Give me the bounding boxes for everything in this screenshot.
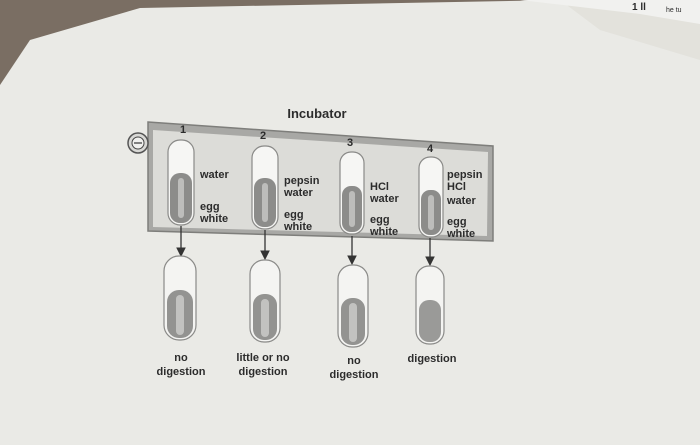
arrow-tube-2 <box>260 230 270 261</box>
corner-text-2: he tu <box>666 7 682 14</box>
tube-4-egg-line-1: egg <box>447 216 467 228</box>
tube-number-2: 2 <box>260 130 266 142</box>
incubator-tube-4 <box>418 156 444 238</box>
arrow-tube-4 <box>425 238 435 267</box>
result-2-line-2: digestion <box>239 366 288 378</box>
result-tube-1 <box>163 255 197 341</box>
result-3-line-2: digestion <box>330 369 379 381</box>
tube-1-egg-line-1: egg <box>200 201 220 213</box>
incubator-tube-2 <box>251 145 279 230</box>
result-3-line-1: no <box>347 355 361 367</box>
second-page-corner <box>520 0 700 24</box>
tube-number-1: 1 <box>180 124 186 136</box>
tube-3-egg-line-1: egg <box>370 214 390 226</box>
result-4-line-1: digestion <box>408 353 457 365</box>
tube-number-4: 4 <box>427 143 434 155</box>
incubator-tube-1 <box>167 139 195 226</box>
arrow-tube-3 <box>347 236 357 266</box>
tube-3-egg-line-2: white <box>369 226 398 238</box>
tube-2-contents-line-2: water <box>283 187 313 199</box>
tube-1-contents-line-1: water <box>199 169 229 181</box>
tube-4-contents-line-1: pepsin <box>447 169 483 181</box>
tube-4-egg-line-2: white <box>446 228 475 240</box>
result-tube-4 <box>415 265 445 345</box>
tube-3-contents-line-1: HCl <box>370 181 389 193</box>
diagram-title: Incubator <box>287 106 346 121</box>
tube-3-contents-line-2: water <box>369 193 399 205</box>
tube-number-3: 3 <box>347 137 353 149</box>
result-tube-2 <box>249 259 281 343</box>
result-1-line-1: no <box>174 352 188 364</box>
tube-1-egg-line-2: white <box>199 213 228 225</box>
result-1-line-2: digestion <box>157 366 206 378</box>
result-2-line-1: little or no <box>236 352 289 364</box>
tube-4-contents-line-3: water <box>446 195 476 207</box>
result-tube-3 <box>337 264 369 348</box>
arrow-tube-1 <box>176 226 186 258</box>
incubator-window <box>153 130 488 236</box>
incubator-tube-3 <box>339 151 365 235</box>
tube-2-contents-line-1: pepsin <box>284 175 320 187</box>
tube-2-egg-line-1: egg <box>284 209 304 221</box>
tube-2-egg-line-2: white <box>283 221 312 233</box>
corner-text-1: 1 ll <box>632 2 646 13</box>
tube-4-contents-line-2: HCl <box>447 181 466 193</box>
incubator-dial <box>127 132 149 154</box>
